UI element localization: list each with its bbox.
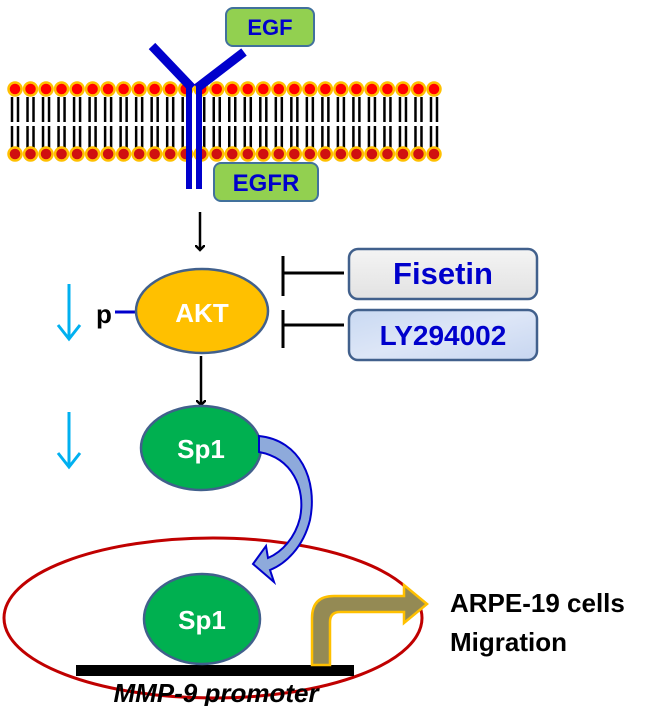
sp1-label: Sp1 (177, 434, 225, 464)
lipid-head (146, 81, 163, 97)
lipid-head (240, 81, 256, 97)
lipid-head (333, 146, 349, 162)
lipid-head (426, 81, 442, 97)
akt-node: AKT (134, 267, 270, 355)
lipid-head (131, 146, 147, 162)
decrease-arrow-icon (56, 412, 82, 470)
egf-ligand: EGF (225, 7, 315, 47)
egfr-receptor (148, 42, 247, 189)
promoter-dna (76, 665, 354, 676)
lipid-head (302, 81, 318, 97)
sp1-nuclear-label: Sp1 (178, 605, 226, 635)
lipid-head (115, 146, 132, 162)
lipid-head (410, 146, 427, 162)
lipid-head (379, 146, 396, 162)
lipid-head (255, 146, 272, 162)
lipid-head (364, 146, 380, 162)
egfr-tag: EGFR (213, 162, 319, 202)
lipid-head (162, 146, 178, 162)
lipid-head (395, 146, 411, 162)
lipid-head (100, 81, 116, 97)
lipid-head (84, 146, 101, 162)
promoter-label: MMP-9 promoter (113, 678, 320, 706)
egfr-label: EGFR (233, 170, 300, 197)
sp1-node: Sp1 (139, 404, 263, 492)
fisetin-inhibitor: Fisetin (347, 247, 539, 301)
lipid-head (69, 81, 85, 97)
lipid-head (22, 81, 39, 97)
lipid-head (208, 81, 225, 97)
lipid-head (240, 146, 256, 162)
lipid-head (348, 81, 365, 97)
lipid-head (146, 146, 163, 162)
lipid-head (395, 81, 411, 97)
lipid-head (131, 81, 147, 97)
lipid-head (100, 146, 116, 162)
lipid-head (255, 81, 272, 97)
lipid-head (348, 146, 365, 162)
lipid-bilayer (7, 81, 442, 162)
lipid-head (115, 81, 132, 97)
egf-label: EGF (247, 15, 292, 40)
lipid-head (317, 146, 334, 162)
lipid-head (286, 146, 303, 162)
lipid-head (224, 146, 241, 162)
akt-label: AKT (175, 298, 229, 328)
nucleus (2, 536, 424, 700)
lipid-head (69, 146, 85, 162)
lipid-head (224, 81, 241, 97)
decrease-arrow-icon (56, 284, 82, 342)
lipid-head (286, 81, 303, 97)
lipid-head (410, 81, 427, 97)
lipid-head (379, 81, 396, 97)
translocation-arrow (251, 434, 313, 586)
lipid-head (364, 81, 380, 97)
inhibition-line-ly294002 (281, 310, 344, 348)
ly294002-inhibitor: LY294002 (347, 308, 539, 362)
lipid-head (53, 81, 70, 97)
fisetin-label: Fisetin (393, 256, 493, 291)
lipid-head (162, 81, 178, 97)
outcome-line2: Migration (450, 627, 567, 657)
lipid-head (38, 146, 54, 162)
lipid-head (302, 146, 318, 162)
ly294002-label: LY294002 (380, 320, 507, 351)
transcription-output-arrow (310, 582, 429, 667)
lipid-head (22, 146, 39, 162)
lipid-head (271, 146, 287, 162)
sp1-nuclear-node: Sp1 (142, 572, 262, 666)
lipid-head (7, 81, 23, 97)
lipid-head (7, 146, 23, 162)
lipid-head (38, 81, 54, 97)
phospho-label: p (96, 299, 112, 329)
lipid-head (208, 146, 225, 162)
lipid-head (426, 146, 442, 162)
outcome-line1: ARPE-19 cells (450, 588, 625, 618)
lipid-head (317, 81, 334, 97)
inhibition-line-fisetin (281, 256, 344, 296)
lipid-head (53, 146, 70, 162)
lipid-head (333, 81, 349, 97)
lipid-head (271, 81, 287, 97)
lipid-head (84, 81, 101, 97)
